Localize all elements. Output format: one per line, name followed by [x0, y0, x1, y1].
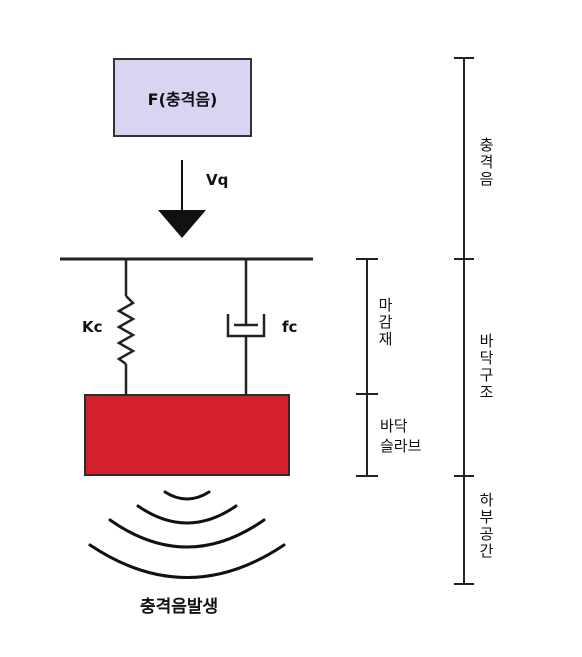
damper-element	[226, 259, 266, 394]
velocity-label: Vq	[206, 171, 229, 189]
spring-label: Kc	[82, 318, 103, 336]
outer-scale-lower-space-label: 하부공간	[477, 492, 495, 560]
impact-force-label: F(충격음)	[147, 89, 218, 109]
inner-scale-slab-label: 바닥 슬라브	[380, 416, 421, 456]
damper-label: fc	[282, 318, 298, 336]
impact-force-box: F(충격음)	[113, 58, 252, 137]
floor-slab	[84, 394, 290, 476]
spring-element	[116, 259, 136, 394]
outer-scale-impact-label: 충격음	[477, 137, 495, 188]
inner-scale-slab-line-2: 슬라브	[380, 437, 422, 455]
outer-scale-floor-structure-label: 바닥구조	[477, 333, 495, 401]
impact-sound-caption: 충격음발생	[140, 597, 219, 617]
inner-scale-bracket	[356, 258, 378, 477]
velocity-arrow-head	[158, 210, 206, 238]
inner-scale-slab-line-1: 바닥	[380, 417, 408, 435]
outer-scale-bracket	[454, 57, 474, 585]
inner-scale-finish-label: 마감재	[376, 297, 394, 348]
sound-wave-arcs	[88, 490, 286, 579]
